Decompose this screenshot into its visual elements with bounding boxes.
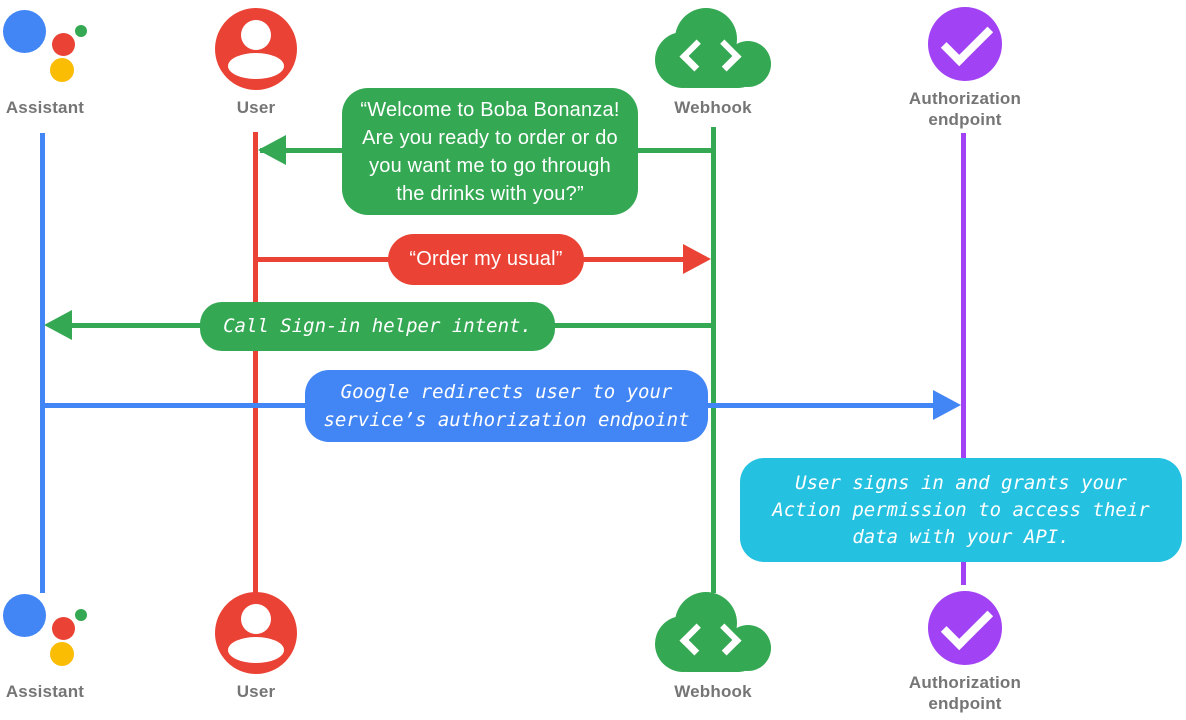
order-message-bubble: “Order my usual” — [388, 234, 584, 285]
assistant-label-top: Assistant — [5, 98, 85, 117]
assistant-green-dot — [75, 609, 87, 621]
redirect-message-line: Google redirects user to your — [340, 381, 673, 403]
google-assistant-logo-icon — [0, 0, 95, 85]
assistant-yellow-circle — [50, 642, 74, 666]
grant-annotation-line: data with your API. — [852, 526, 1070, 548]
signin-arrowhead-left-icon — [44, 310, 72, 340]
person-icon — [215, 592, 297, 674]
authorization-endpoint-lifeline — [961, 133, 966, 585]
authorization-endpoint-label-top: Authorization endpoint — [908, 89, 1022, 129]
person-icon — [215, 8, 297, 90]
assistant-blue-circle — [3, 10, 46, 53]
cloud-base — [669, 628, 757, 672]
assistant-green-dot — [75, 25, 87, 37]
welcome-message-line: Are you ready to order or do — [362, 127, 618, 149]
cloud-code-icon — [655, 592, 771, 672]
grant-annotation-line: User signs in and grants your — [795, 472, 1127, 494]
webhook-label-top: Webhook — [674, 98, 752, 117]
redirect-message-line: service’s authorization endpoint — [323, 409, 690, 431]
grant-annotation-line: Action permission to access their — [772, 499, 1150, 521]
checkmark-icon — [940, 13, 994, 67]
user-label-bottom: User — [236, 682, 276, 701]
person-body — [228, 637, 284, 663]
welcome-message-line: you want me to go through — [369, 155, 611, 177]
assistant-red-circle — [52, 617, 75, 640]
assistant-red-circle — [52, 33, 75, 56]
welcome-arrowhead-left-icon — [258, 135, 286, 165]
user-lifeline — [253, 132, 258, 593]
assistant-label-bottom: Assistant — [5, 682, 85, 701]
order-message-text: “Order my usual” — [409, 248, 563, 270]
grant-annotation-bubble: User signs in and grants your Action per… — [740, 458, 1182, 562]
cloud-code-icon — [655, 8, 771, 88]
person-head — [241, 20, 271, 50]
order-arrowhead-right-icon — [683, 244, 711, 274]
webhook-label-bottom: Webhook — [674, 682, 752, 701]
user-label-top: User — [236, 98, 276, 117]
check-circle-icon — [928, 7, 1002, 81]
assistant-blue-circle — [3, 594, 46, 637]
person-body — [228, 53, 284, 79]
check-circle-icon — [928, 591, 1002, 665]
redirect-arrowhead-right-icon — [933, 390, 961, 420]
authorization-endpoint-label-bottom: Authorization endpoint — [908, 673, 1022, 713]
assistant-yellow-circle — [50, 58, 74, 82]
welcome-message-line: the drinks with you?” — [396, 183, 584, 205]
checkmark-icon — [940, 597, 994, 651]
google-assistant-logo-icon — [0, 584, 95, 669]
welcome-message-bubble: “Welcome to Boba Bonanza! Are you ready … — [342, 88, 638, 215]
assistant-lifeline — [40, 133, 45, 593]
webhook-lifeline — [711, 127, 716, 593]
person-head — [241, 604, 271, 634]
welcome-message-line: “Welcome to Boba Bonanza! — [360, 99, 620, 121]
signin-message-text: Call Sign-in helper intent. — [223, 315, 532, 337]
signin-message-bubble: Call Sign-in helper intent. — [200, 302, 555, 351]
cloud-base — [669, 44, 757, 88]
redirect-message-bubble: Google redirects user to your service’s … — [305, 370, 708, 442]
